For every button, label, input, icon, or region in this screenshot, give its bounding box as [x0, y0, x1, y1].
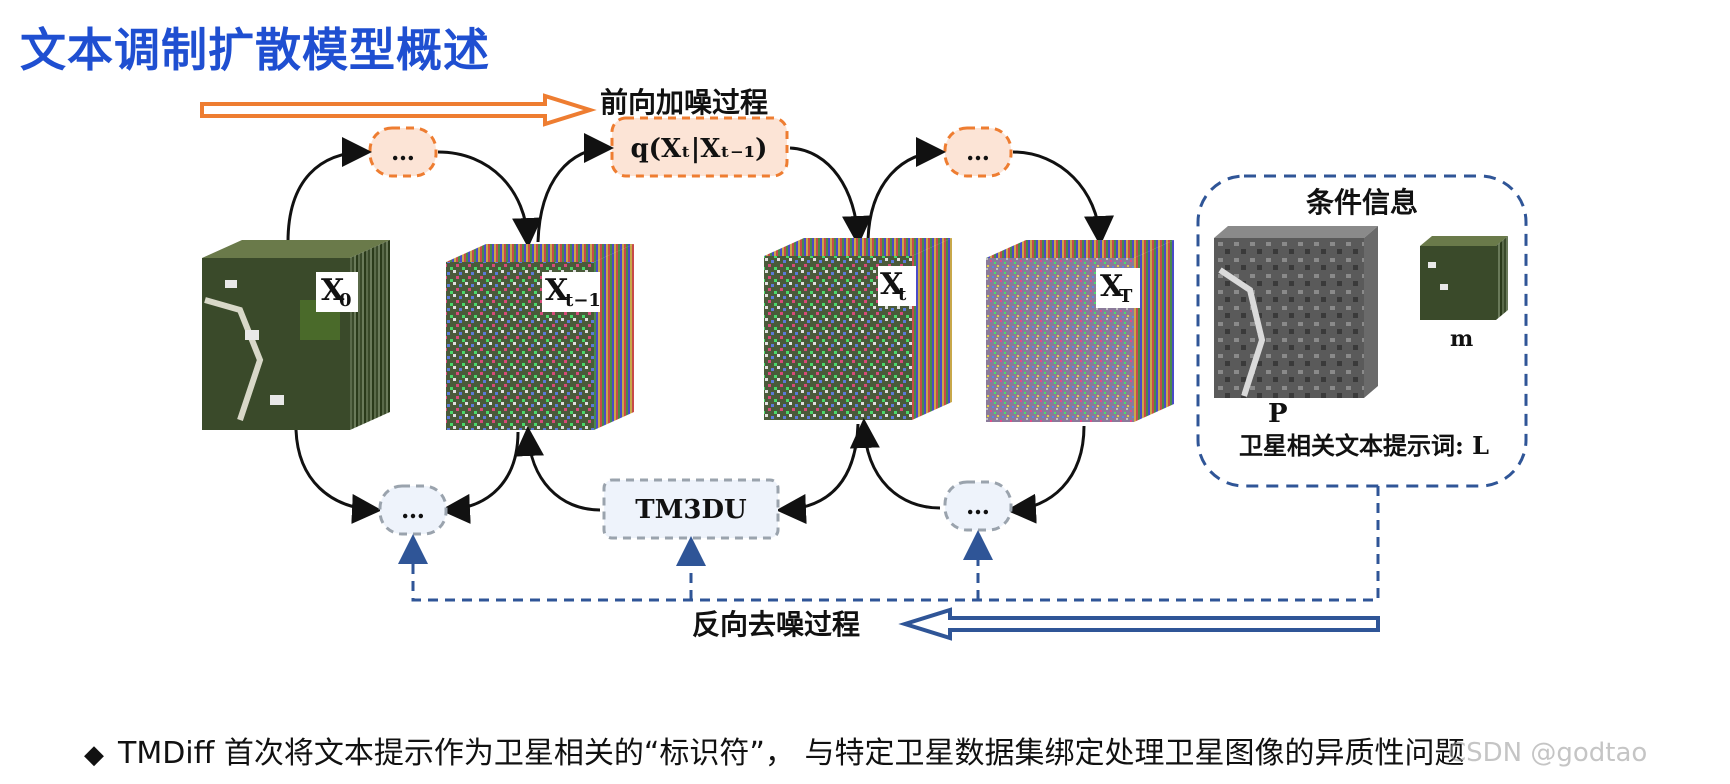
formula-text: q(Xₜ|Xₜ₋₁): [631, 134, 768, 164]
condition-lines: [398, 486, 1380, 602]
svg-text:…: …: [401, 495, 425, 524]
forward-arrow: [200, 93, 597, 127]
watermark: CSDN @godtao: [1448, 738, 1648, 768]
top-ellipsis-node-1: …: [368, 126, 438, 178]
reverse-curves: [294, 418, 1086, 524]
cube-x0: X 0: [202, 240, 390, 430]
svg-text:…: …: [966, 137, 990, 166]
cube-xt: X t: [764, 238, 952, 420]
tm3du-node: TM3DU: [602, 478, 780, 540]
cube-xt-minus-1: X t−1: [446, 244, 634, 430]
svg-text:…: …: [966, 491, 990, 520]
svg-text:X: X: [1100, 269, 1124, 304]
forward-process-label: 前向加噪过程: [600, 86, 768, 119]
reverse-arrow: [898, 607, 1380, 641]
svg-text:T: T: [1119, 286, 1133, 307]
p-label: P: [1268, 399, 1288, 429]
formula-node: q(Xₜ|Xₜ₋₁): [610, 116, 789, 178]
forward-curves: [286, 133, 1115, 248]
bullet-diamond-icon: ◆: [84, 740, 104, 770]
bottom-ellipsis-node-2: …: [943, 480, 1013, 532]
condition-title: 条件信息: [1306, 186, 1418, 219]
tm3du-label: TM3DU: [635, 495, 747, 525]
svg-text:0: 0: [339, 290, 352, 311]
svg-text:t: t: [898, 284, 907, 305]
top-ellipsis-node-2: …: [943, 126, 1013, 178]
svg-text:t−1: t−1: [565, 290, 601, 311]
svg-text:X: X: [545, 273, 569, 308]
bullet-text: TMDiff 首次将文本提示作为卫星相关的“标识符”， 与特定卫星数据集绑定处理…: [118, 736, 1465, 771]
bottom-ellipsis-node-1: …: [378, 484, 448, 536]
cube-xT: X T: [986, 240, 1174, 422]
page-title: 文本调制扩散模型概述: [20, 23, 490, 77]
condition-image-p: [1214, 226, 1378, 398]
svg-text:X: X: [321, 273, 345, 308]
reverse-process-label: 反向去噪过程: [692, 608, 860, 641]
condition-image-m: [1420, 236, 1508, 320]
text-prompt-label: 卫星相关文本提示词: L: [1239, 431, 1489, 460]
m-label: m: [1450, 326, 1473, 352]
svg-text:X: X: [880, 267, 904, 302]
bullet-line: ◆ TMDiff 首次将文本提示作为卫星相关的“标识符”， 与特定卫星数据集绑定处…: [84, 728, 1464, 772]
svg-text:…: …: [391, 137, 415, 166]
condition-info-box: 条件信息 P m 卫星相关文本提示词: L: [1196, 174, 1528, 488]
